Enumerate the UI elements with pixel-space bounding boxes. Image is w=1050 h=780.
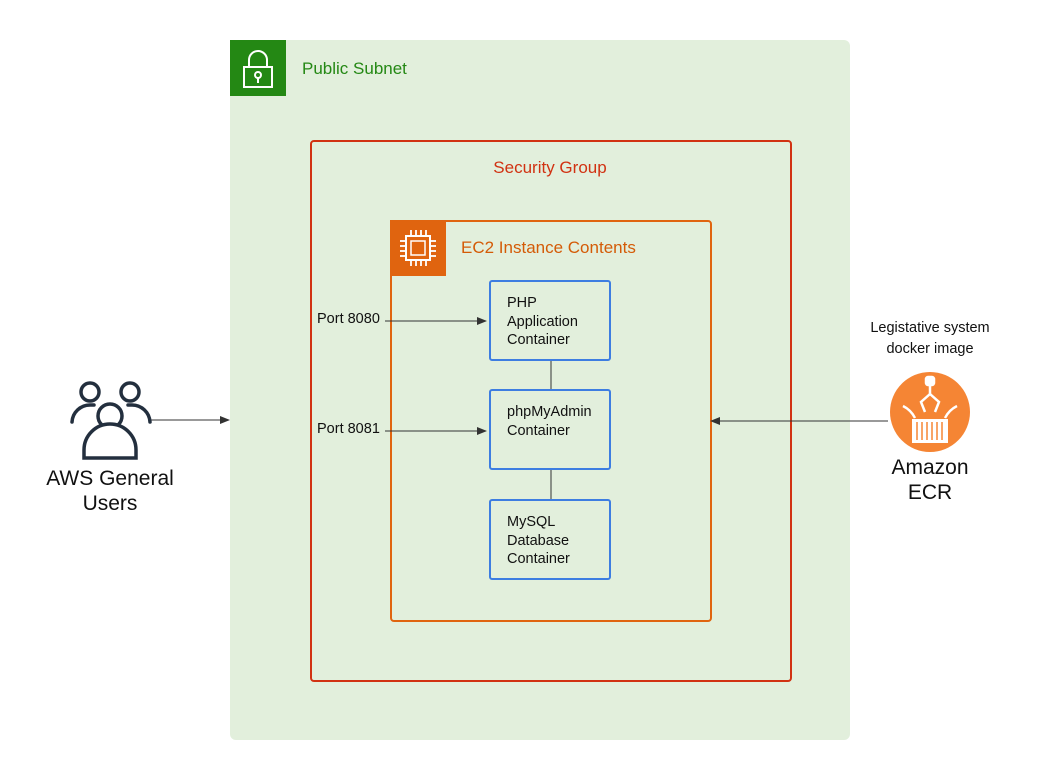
docker-image-caption-line-2: docker image — [886, 341, 974, 357]
port-8081-label: Port 8081 — [317, 421, 380, 437]
users-label: AWS General Users — [30, 466, 190, 516]
security-group-box — [310, 140, 792, 682]
security-group-label: Security Group — [493, 158, 607, 177]
users-label-line-2: Users — [82, 492, 138, 515]
mysql-line-2: Database — [507, 532, 570, 549]
phpmyadmin-line-1: phpMyAdmin — [507, 404, 592, 420]
php-line-1: PHP — [507, 295, 537, 311]
ecr-label-line-2: ECR — [907, 481, 953, 504]
port-8080-label: Port 8080 — [317, 311, 380, 327]
php-application-container: PHP Application Container — [489, 280, 611, 361]
amazon-ecr-label: Amazon ECR — [870, 455, 990, 505]
docker-image-caption: Legistative system docker image — [850, 318, 1010, 360]
public-subnet-label: Public Subnet — [302, 59, 407, 78]
php-line-3: Container — [507, 332, 570, 348]
chip-icon — [390, 220, 446, 276]
ecr-label-line-1: Amazon — [891, 456, 969, 479]
ecr-icon — [890, 372, 970, 452]
mysql-database-container: MySQL Database Container — [489, 499, 611, 580]
users-icon — [70, 381, 152, 460]
mysql-line-1: MySQL — [507, 514, 556, 530]
mysql-line-3: Container — [507, 551, 570, 567]
ec2-instance-label: EC2 Instance Contents — [461, 238, 636, 257]
phpmyadmin-container: phpMyAdmin Container — [489, 389, 611, 470]
php-line-2: Application — [507, 313, 578, 330]
docker-image-caption-line-1: Legistative system — [870, 320, 990, 336]
users-label-line-1: AWS General — [46, 467, 174, 490]
phpmyadmin-line-2: Container — [507, 422, 570, 439]
padlock-icon — [230, 40, 286, 96]
